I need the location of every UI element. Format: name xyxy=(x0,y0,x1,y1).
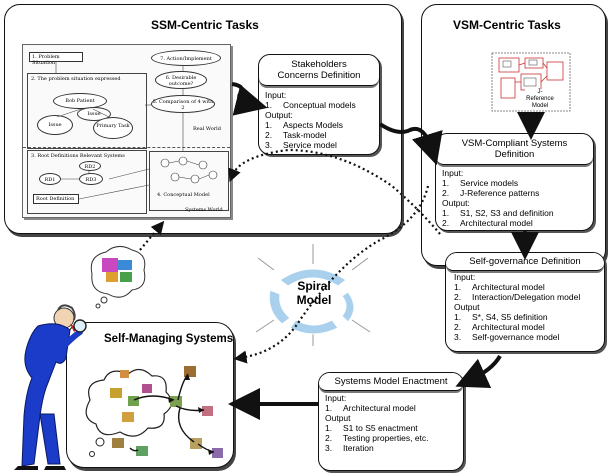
enactment-title: Systems Model Enactment xyxy=(319,373,463,391)
vsm-compliant-output-2: 2.Architectural model xyxy=(442,218,533,228)
self-managing-title: Self-Managing Systems xyxy=(104,333,234,345)
enactment-output-1: 1.S1 to S5 enactment xyxy=(325,423,418,433)
arrow-ssm-to-stakeholders xyxy=(231,82,268,116)
arrow-selfgov-to-enactment xyxy=(455,354,502,388)
vsm-compliant-title: VSM-Compliant Systems Definition xyxy=(436,134,593,165)
stakeholders-card: Stakeholders Concerns Definition Input: … xyxy=(258,54,380,155)
vsm-compliant-input-label: Input: xyxy=(442,168,464,178)
self-governance-input-label: Input: xyxy=(454,272,476,282)
ssm-tasks-title: SSM-Centric Tasks xyxy=(151,18,259,32)
stakeholders-input-1: 1.Conceptual models xyxy=(265,100,356,110)
vsm-compliant-output-label: Output: xyxy=(442,198,470,208)
enactment-output-3: 3.Iteration xyxy=(325,443,374,453)
enactment-input-label: Input: xyxy=(325,393,347,403)
self-governance-title: Self-governance Definition xyxy=(446,253,604,271)
observer-body xyxy=(21,323,71,467)
ssm-step-3: 3. Root Definitions Relevant Systems xyxy=(31,153,125,159)
ssm-process-figure: 1. Problem Situation 2. The problem situ… xyxy=(22,44,231,218)
spiral-arc-right xyxy=(341,291,355,323)
enactment-output-label: Output xyxy=(325,413,351,423)
ssm-root-definition: Root Definition xyxy=(33,194,79,204)
spiral-arc-left xyxy=(268,289,291,325)
ssm-step-7: 7. Action/Implement xyxy=(151,50,221,66)
spiral-model-graphic xyxy=(255,244,371,346)
ssm-figure-connectors xyxy=(55,62,218,200)
agent-nodes xyxy=(110,366,223,458)
enactment-input-1: 1.Architectural model xyxy=(325,403,416,413)
self-governance-output-label: Output xyxy=(454,302,480,312)
ssm-step-2: 2. The problem situation expressed xyxy=(31,76,121,82)
ssm-node-issue2: Issue xyxy=(37,115,73,135)
ssm-step-6: 6. Desirable outcome? xyxy=(155,71,207,89)
spiral-arc-top xyxy=(279,268,347,287)
spiral-label-line2: Model xyxy=(296,293,332,307)
observer-figure xyxy=(14,304,87,470)
stakeholders-output-1: 1.Aspects Models xyxy=(265,120,343,130)
spiral-arc-bottom xyxy=(289,319,339,335)
ssm-node-primary: Primary Task xyxy=(93,117,133,139)
vsm-compliant-output-1: 1.S1, S2, S3 and definition xyxy=(442,208,554,218)
ssm-divider-line xyxy=(23,147,230,148)
dotted-loop-vsm xyxy=(228,148,441,235)
ssm-node-rd1: RD1 xyxy=(39,173,61,185)
self-governance-output-2: 2.Architectural model xyxy=(454,322,545,332)
self-governance-output-1: 1.S*, S4, S5 definition xyxy=(454,312,548,322)
j-reference-model-label: J-Reference Model xyxy=(525,89,555,110)
ssm-step-4: 4. Conceptual Model xyxy=(157,192,210,198)
vsm-compliant-input-1: 1.Service models xyxy=(442,178,519,188)
stakeholders-output-label: Output: xyxy=(265,110,293,120)
thought-bubble-image xyxy=(90,246,146,309)
ssm-step2-box xyxy=(27,73,147,149)
vsm-compliant-card: VSM-Compliant Systems Definition Input: … xyxy=(435,133,594,231)
stakeholders-input-label: Input: xyxy=(265,90,287,100)
ssm-systems-world-label: Systems World xyxy=(185,207,223,213)
j-reference-model-figure: J-Reference Model xyxy=(491,52,571,112)
self-governance-input-2: 2.Interaction/Delegation model xyxy=(454,292,581,302)
dotted-link-figure xyxy=(139,220,165,251)
self-governance-output-3: 3.Self-governance model xyxy=(454,332,560,342)
ssm-step3-box xyxy=(27,150,147,214)
enactment-output-2: 2.Testing properties, etc. xyxy=(325,433,429,443)
self-governance-input-1: 1.Architectural model xyxy=(454,282,545,292)
stakeholders-title: Stakeholders Concerns Definition xyxy=(259,55,379,86)
vsm-compliant-input-2: 2.J-Reference patterns xyxy=(442,188,540,198)
stakeholders-output-2: 2.Task-model xyxy=(265,130,327,140)
ssm-node-rd2: RD2 xyxy=(79,161,101,171)
dotted-loop-sms xyxy=(233,185,430,364)
ssm-node-rd3: RD3 xyxy=(79,173,103,185)
ssm-step-5: 5. Comparison of 4 with 2 xyxy=(151,95,215,113)
ssm-step-1: 1. Problem Situation xyxy=(29,52,83,66)
vsm-tasks-title: VSM-Centric Tasks xyxy=(453,18,561,32)
ssm-real-world-label: Real World xyxy=(193,126,221,132)
enactment-card: Systems Model Enactment Input: 1.Archite… xyxy=(318,372,464,471)
self-managing-graphic xyxy=(85,366,223,458)
arrow-stakeholders-to-vsm xyxy=(378,122,443,166)
stakeholders-output-3: 3.Service model xyxy=(265,140,337,150)
magnifier-icon xyxy=(73,319,87,333)
